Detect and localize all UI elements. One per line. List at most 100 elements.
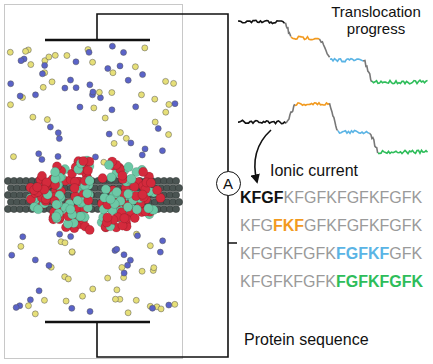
sequence-segment: KFGF [240,189,284,206]
simulation-box [5,5,183,359]
ion [17,93,23,99]
ion [135,233,141,239]
ion [140,72,146,78]
membrane-atom [175,184,182,191]
ion [119,264,125,270]
ion [86,49,92,55]
ion [55,153,61,159]
protein-atom [144,204,153,213]
ion [10,154,16,160]
ion [28,62,34,68]
ion [55,130,61,136]
protein-atom [118,171,127,180]
ion [112,296,118,302]
ion [68,234,74,240]
sequence-segment: GFK [389,245,422,262]
ion [160,238,166,244]
ion [57,231,63,237]
protein-atom [83,189,92,198]
ion [47,124,53,130]
ion [36,151,42,157]
text-label: Ionic current [270,162,358,179]
ion [139,268,145,274]
ion [63,298,69,304]
ion [87,308,93,314]
ion [52,52,58,58]
ion [109,43,115,49]
protein-atom [112,187,121,196]
ion [147,243,153,249]
protein-atom [138,190,147,199]
protein-atom [123,202,132,211]
ion [73,59,79,65]
protein-atom [104,160,113,169]
ion [102,115,108,121]
trace-segment [291,36,320,39]
ion [18,58,24,64]
ion [65,276,71,282]
ion [121,270,127,276]
ion [32,257,38,263]
ion [151,265,157,271]
ion [96,89,102,95]
protein-molecule [26,156,165,235]
ion [157,249,163,255]
ion [114,287,120,293]
trace-segment [286,104,295,123]
bottom-electrode [45,321,150,324]
ion [123,135,129,141]
ion [125,77,131,83]
protein-atom [51,212,60,221]
trace-segment [338,130,370,133]
ion [67,77,73,83]
ion [64,53,70,59]
ion [91,105,97,111]
protein-atom [34,205,43,214]
ion [73,85,79,91]
ion-dots [7,43,178,317]
ion [41,297,47,303]
ion [44,117,50,123]
protein-atom [98,174,107,183]
ion [155,126,161,132]
ion [166,132,172,138]
sequence-segment: FGFKF [336,245,389,262]
protein-atom [146,178,155,187]
ion [8,81,14,87]
protein-atom [85,225,94,234]
ion [46,54,52,60]
ion [125,310,131,316]
ion [152,119,158,125]
ion [121,252,127,258]
ion [69,249,75,255]
ion [117,130,123,136]
ion [109,90,115,96]
ion [77,104,83,110]
ion [105,275,111,281]
ion [97,95,103,101]
protein-atom [101,185,110,194]
trace-segment [295,103,330,106]
ion [32,311,38,317]
sequence-row: KFGFKFGFKFGFKFGFK [240,217,422,235]
sequence-row: KFGFKFGFKFGFKFGFK [240,189,422,207]
ion [109,107,115,113]
ion [23,48,29,54]
protein-atom [124,162,133,171]
ion [121,49,127,55]
ion [171,80,177,86]
protein-atom [83,166,92,175]
trace-segment [370,133,378,153]
ion [133,104,139,110]
ion [114,246,120,252]
ion [90,59,96,65]
trace-segment [330,59,363,62]
trace-segment [363,61,372,83]
protein-atom [33,183,42,192]
ion [90,286,96,292]
membrane-atom [172,177,179,184]
protein-atom [127,174,136,183]
ion [7,49,13,55]
ion [62,85,68,91]
ion [139,152,145,158]
